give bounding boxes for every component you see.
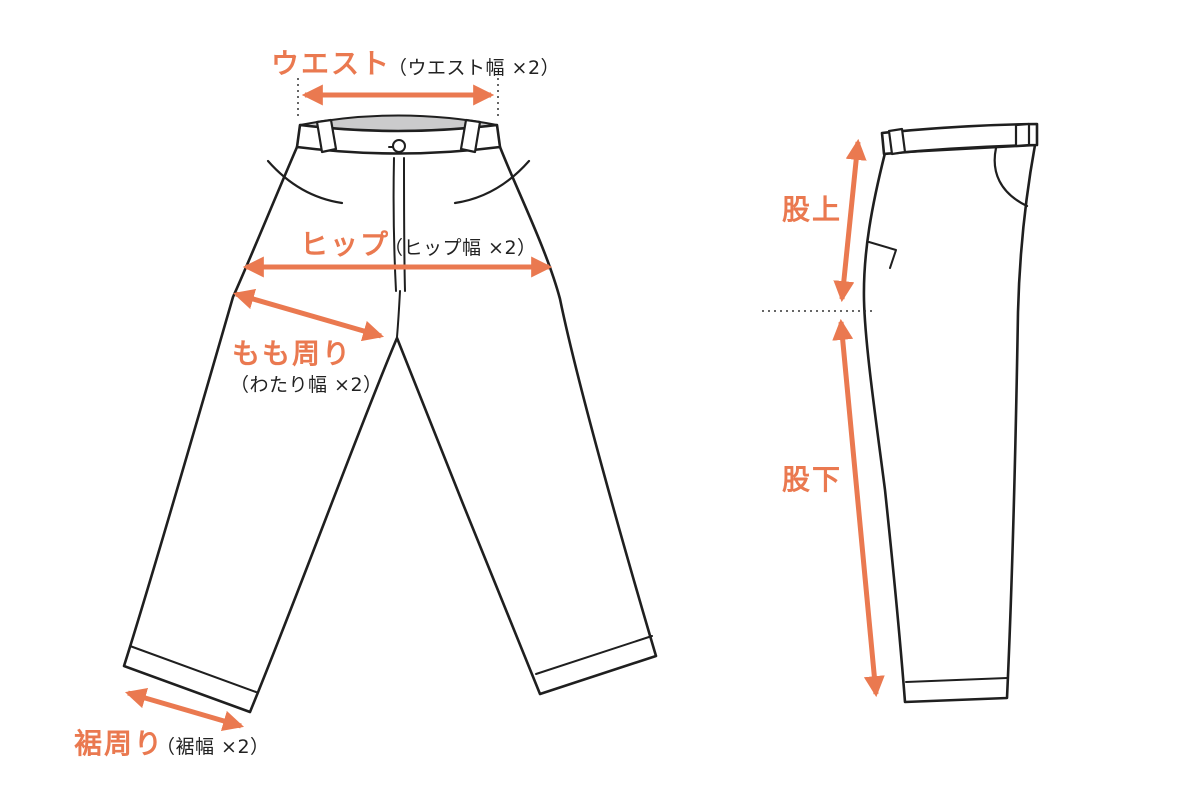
front-left-pocket-line [266,159,344,205]
rise-label: 股上 [782,193,842,226]
measurement-arrows [124,84,885,732]
side-waistband [880,122,1039,156]
guide-lines [297,78,874,312]
side-belt-loop-right [1014,122,1031,148]
hip-note: （ヒップ幅 ×2） [384,237,537,259]
front-right-pocket-line [453,159,531,205]
thigh-arrow [232,288,385,342]
belt-loop-left [315,118,338,154]
inseam-arrow [832,318,885,698]
side-belt-loop-left [887,127,907,156]
hem-label: 裾周り [74,727,164,760]
labels: ウエスト （ウエスト幅 ×2） ヒップ （ヒップ幅 ×2） もも周り （わたり幅… [74,47,842,760]
front-left-cuff-line [129,645,257,693]
side-back-pocket-line [868,241,897,269]
thigh-label: もも周り [232,337,352,370]
pants-side-outline [862,143,1037,704]
fly-left-line [392,157,397,292]
belt-loop-right [459,118,482,154]
fly-right-line [403,157,406,292]
hem-arrow [124,687,245,732]
waist-button [392,139,406,153]
thigh-note: （わたり幅 ×2） [230,374,383,396]
side-pocket-line [993,146,1029,208]
pants-side-view [862,122,1039,704]
front-rise-seam [396,290,401,338]
waist-label: ウエスト [271,47,391,80]
inseam-label: 股下 [782,463,842,496]
pants-front-view [122,114,658,714]
rise-arrow [833,138,867,303]
hip-label: ヒップ [300,228,390,261]
side-cuff-line [905,677,1008,683]
front-right-cuff-line [535,635,653,675]
waist-note: （ウエスト幅 ×2） [388,57,560,79]
hem-note: （裾幅 ×2） [156,736,270,758]
